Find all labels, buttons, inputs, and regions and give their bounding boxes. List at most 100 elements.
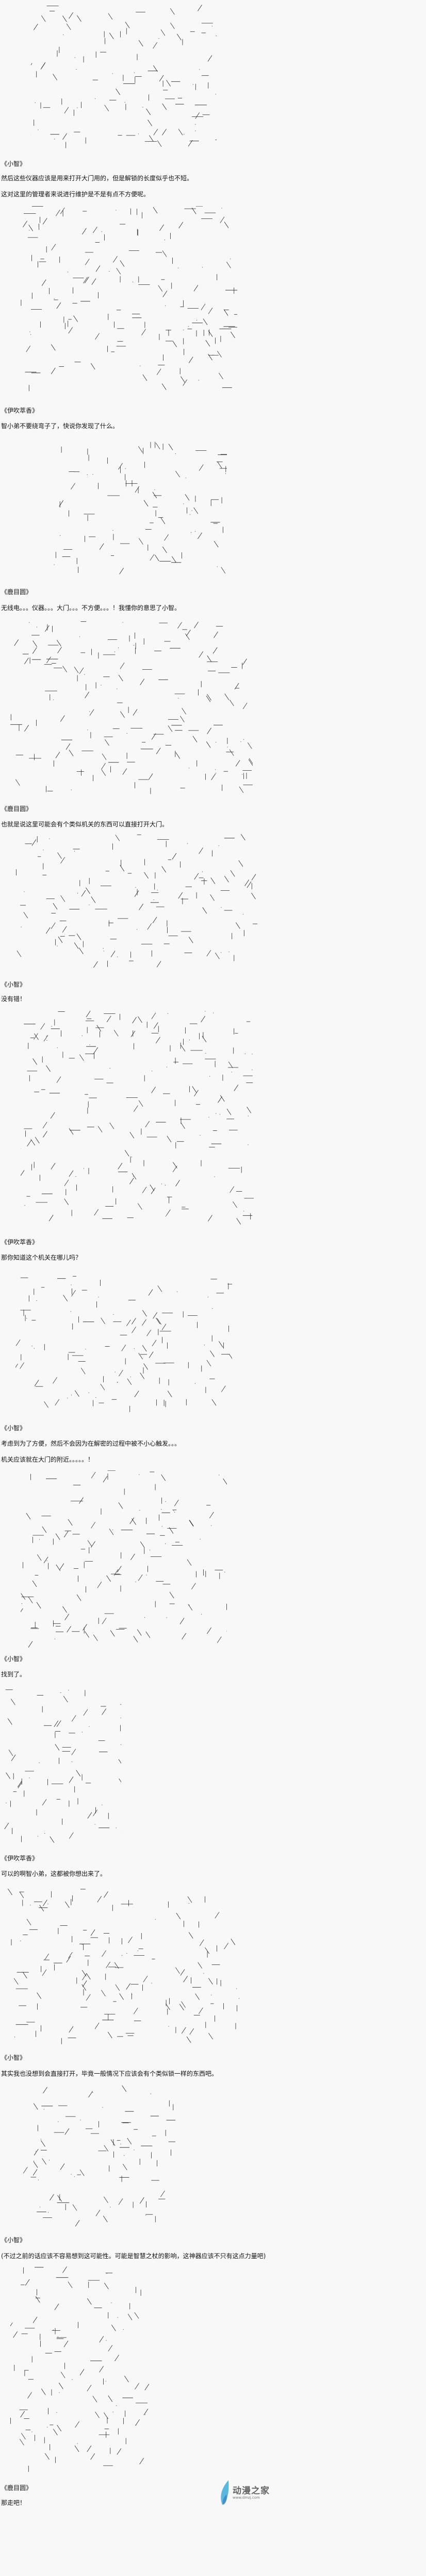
- ascii-art-stroke: [130, 1553, 135, 1561]
- ascii-art-stroke: [79, 667, 84, 674]
- ascii-art-stroke: [110, 951, 116, 957]
- ascii-art-stroke: [198, 1962, 203, 1969]
- ascii-art-stroke: [64, 2128, 70, 2135]
- ascii-art-stroke: [220, 216, 225, 224]
- ascii-art-stroke: [57, 852, 62, 859]
- ascii-art-stroke: [87, 1812, 92, 1819]
- ascii-art-stroke: [102, 1950, 106, 1957]
- ascii-art-stroke: [118, 463, 123, 470]
- ascii-art-stroke: [179, 2004, 184, 2011]
- ascii-art-stroke: [207, 694, 211, 701]
- ascii-art-stroke: [34, 1380, 39, 1386]
- speaker-label: 《伊吹萃香》: [1, 1855, 39, 1862]
- ascii-art-stroke: [185, 633, 190, 640]
- ascii-art-stroke: [56, 1720, 61, 1727]
- ascii-art-stroke: [135, 486, 140, 493]
- ascii-art-stroke: [122, 768, 127, 775]
- dialogue-line: 也就是说这里可能会有个类似机关的东西可以直接打开大门。: [1, 821, 169, 828]
- ascii-art-stroke: [109, 1122, 114, 1129]
- ascii-art-stroke: [95, 265, 101, 272]
- ascii-art-strokes: [15, 1276, 232, 1412]
- dialogue-line: (不过之前的话应该不容易想到这可能性。可能是智慧之杖的影响，这神器应该不只有这点…: [1, 2252, 266, 2260]
- ascii-art-stroke: [119, 1993, 124, 2000]
- ascii-art-stroke: [99, 2336, 104, 2343]
- ascii-art-stroke: [151, 1087, 156, 1093]
- ascii-art-stroke: [68, 2281, 73, 2289]
- ascii-art-stroke: [140, 1372, 145, 1379]
- ascii-art-stroke: [51, 344, 56, 351]
- ascii-art-stroke: [118, 674, 123, 682]
- ascii-art-stroke: [63, 2341, 69, 2347]
- ascii-art-stroke: [230, 1186, 235, 1193]
- dialogue-line: 那走吧！: [1, 2499, 26, 2506]
- ascii-art-stroke: [119, 1369, 123, 1377]
- ascii-art-stroke: [205, 340, 210, 347]
- ascii-art-stroke: [42, 1526, 47, 1533]
- ascii-art-stroke: [42, 1122, 47, 1129]
- ascii-art-stroke: [170, 8, 175, 15]
- ascii-art-stroke: [159, 75, 164, 82]
- ascii-art-stroke: [209, 1512, 214, 1519]
- ascii-art-stroke: [107, 2031, 112, 2039]
- ascii-art-panel: [10, 621, 253, 798]
- ascii-art-stroke: [251, 892, 256, 900]
- ascii-art-stroke: [153, 207, 158, 214]
- ascii-art-stroke: [206, 741, 211, 748]
- ascii-art-stroke: [53, 2429, 58, 2435]
- ascii-art-stroke: [60, 857, 65, 864]
- ascii-art-stroke: [66, 23, 71, 30]
- ascii-art-stroke: [60, 2163, 65, 2170]
- ascii-art-stroke: [69, 1170, 74, 1177]
- ascii-art-stroke: [199, 464, 204, 471]
- ascii-art-stroke: [138, 1016, 142, 1023]
- dialogue-line: 那你知道这个机关在哪儿吗？: [1, 1254, 82, 1261]
- ascii-art-stroke: [134, 1105, 138, 1112]
- ascii-art-stroke: [51, 922, 56, 929]
- ascii-art-stroke: [194, 621, 199, 629]
- ascii-art-stroke: [134, 1391, 139, 1397]
- ascii-art-stroke: [55, 1744, 60, 1751]
- ascii-art-stroke: [251, 874, 256, 880]
- ascii-art-stroke: [240, 834, 245, 841]
- speaker-label: 《伊吹萃香》: [1, 407, 39, 414]
- ascii-art-stroke: [32, 647, 37, 654]
- ascii-art-stroke: [87, 1540, 92, 1547]
- ascii-art-stroke: [208, 1978, 213, 1985]
- ascii-art-stroke: [191, 1583, 196, 1589]
- ascii-art-stroke: [143, 500, 149, 507]
- ascii-art-stroke: [118, 1759, 121, 1764]
- ascii-art-strokes: [10, 621, 253, 794]
- dialogue-line: 其实我也没想到会直接打开，毕竟一般情况下应该会有个类似锁一样的东西吧。: [1, 2070, 218, 2077]
- ascii-art-stroke: [40, 63, 45, 70]
- ascii-art-stroke: [157, 1285, 162, 1292]
- ascii-art-stroke: [25, 2279, 30, 2286]
- ascii-art-stroke: [233, 1201, 237, 1208]
- ascii-art-stroke: [226, 1108, 232, 1115]
- ascii-art-stroke: [181, 1045, 186, 1052]
- ascii-art-stroke: [201, 303, 206, 311]
- ascii-art-stroke: [166, 80, 171, 87]
- ascii-art-stroke: [132, 1327, 136, 1333]
- ascii-art-stroke: [156, 748, 161, 754]
- ascii-art-stroke: [242, 702, 248, 709]
- ascii-art-stroke: [120, 865, 125, 872]
- ascii-art-stroke: [188, 357, 193, 363]
- ascii-art-stroke: [81, 1984, 87, 1991]
- ascii-art-stroke: [142, 1187, 147, 1193]
- ascii-art-stroke: [6, 1772, 10, 1779]
- ascii-art-stroke: [153, 42, 157, 49]
- ascii-art-stroke: [22, 1972, 27, 1979]
- ascii-art-stroke: [90, 1929, 95, 1936]
- ascii-art-panel: [8, 1885, 240, 2046]
- ascii-art-stroke: [116, 268, 121, 275]
- ascii-art-stroke: [56, 1564, 61, 1571]
- ascii-art-strokes: [31, 5, 217, 148]
- ascii-art-stroke: [114, 1962, 119, 1969]
- ascii-art-stroke: [161, 383, 167, 390]
- ascii-art-stroke: [230, 870, 235, 877]
- ascii-art-stroke: [97, 1581, 102, 1588]
- ascii-art-stroke: [37, 1992, 42, 1999]
- ascii-art-stroke: [73, 315, 78, 322]
- ascii-art-stroke: [144, 2384, 150, 2391]
- ascii-art-stroke: [218, 1096, 222, 1103]
